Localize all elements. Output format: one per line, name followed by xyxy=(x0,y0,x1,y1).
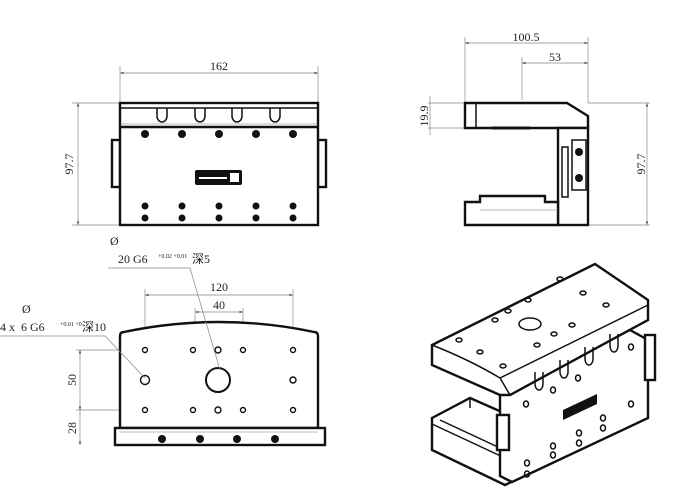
side-view: 100.5 53 19.9 97.7 xyxy=(417,30,650,227)
iso-nameplate xyxy=(563,394,597,420)
outer-spacing-label: 120 xyxy=(210,280,228,294)
edge-offset-label: 28 xyxy=(65,422,79,434)
front-view: 162 97.7 xyxy=(62,59,328,227)
center-hole-callout: 20 G6 +0.02 +0.01 深5 xyxy=(108,252,221,371)
center-hole-note: 20 G6 xyxy=(118,252,148,266)
width-dim-label: 162 xyxy=(210,59,228,73)
depth-dim-label: 100.5 xyxy=(513,30,540,44)
center-hole-tolerance: +0.02 +0.01 xyxy=(158,254,187,260)
height-dim-label: 97.7 xyxy=(62,154,76,175)
offset-dim-label: 53 xyxy=(549,50,561,64)
row-spacing-label: 50 xyxy=(65,374,79,386)
pin-holes-tolerance: +0.01 +0 xyxy=(60,322,82,328)
pin-holes-note: 4 x 6 G6 xyxy=(0,320,45,334)
center-hole-diameter-symbol: Ø xyxy=(110,234,119,248)
pin-holes-depth: 深10 xyxy=(82,320,106,334)
pin-holes-callout: 4 x 6 G6 +0.01 +0 深10 xyxy=(0,320,146,379)
center-hole-depth: 深5 xyxy=(192,252,210,266)
side-height-dim-label: 97.7 xyxy=(634,154,648,175)
thickness-dim-label: 19.9 xyxy=(417,106,431,127)
pin-holes-diameter-symbol: Ø xyxy=(22,302,31,316)
isometric-view xyxy=(430,262,657,487)
inner-spacing-label: 40 xyxy=(213,298,225,312)
top-view: 120 40 50 28 Ø 20 G6 +0.02 +0.01 深5 Ø 4 … xyxy=(0,234,327,447)
